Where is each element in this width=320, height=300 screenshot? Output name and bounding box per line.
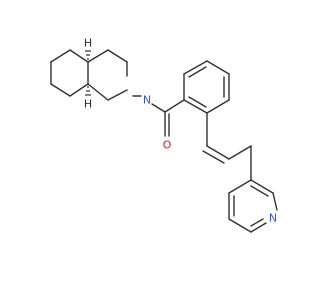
piperidine-ring	[87, 49, 128, 101]
bond	[107, 49, 128, 63]
stereo-h-bottom-label: H	[84, 98, 92, 111]
bond	[250, 185, 269, 197]
bond	[206, 145, 230, 160]
bond	[69, 49, 89, 63]
bond	[188, 66, 207, 78]
carbonyl-oxygen-label: O	[163, 139, 172, 152]
amide-nitrogen-label: N	[143, 94, 151, 107]
carbonyl-group	[164, 111, 170, 137]
bond	[188, 96, 207, 108]
vinyl-linker	[202, 112, 252, 181]
bond	[87, 49, 109, 63]
bond	[272, 192, 278, 211]
bond	[50, 83, 71, 97]
cyclohexane-ring	[50, 49, 89, 97]
bond	[151, 103, 166, 113]
pyridine-ring	[228, 179, 278, 233]
bond	[107, 89, 128, 101]
bond	[183, 60, 208, 75]
molecule-structure: H H N O	[50, 37, 278, 233]
bond	[87, 83, 109, 101]
pyridine-nitrogen-label: N	[269, 212, 277, 225]
bond	[228, 179, 252, 194]
benzene-ring	[183, 60, 230, 114]
bond	[250, 218, 264, 227]
bond	[69, 83, 89, 97]
stereo-bond-top	[85, 50, 91, 60]
bond	[228, 218, 252, 233]
bond	[50, 49, 71, 63]
stereo-bond-bottom	[85, 86, 91, 96]
bond	[206, 99, 230, 114]
bond	[164, 99, 185, 113]
bond	[183, 99, 208, 114]
stereo-h-top-label: H	[84, 37, 92, 50]
bond	[250, 222, 267, 233]
bond	[206, 60, 230, 75]
bond	[202, 150, 225, 164]
bond	[228, 145, 252, 160]
bond	[250, 179, 274, 194]
